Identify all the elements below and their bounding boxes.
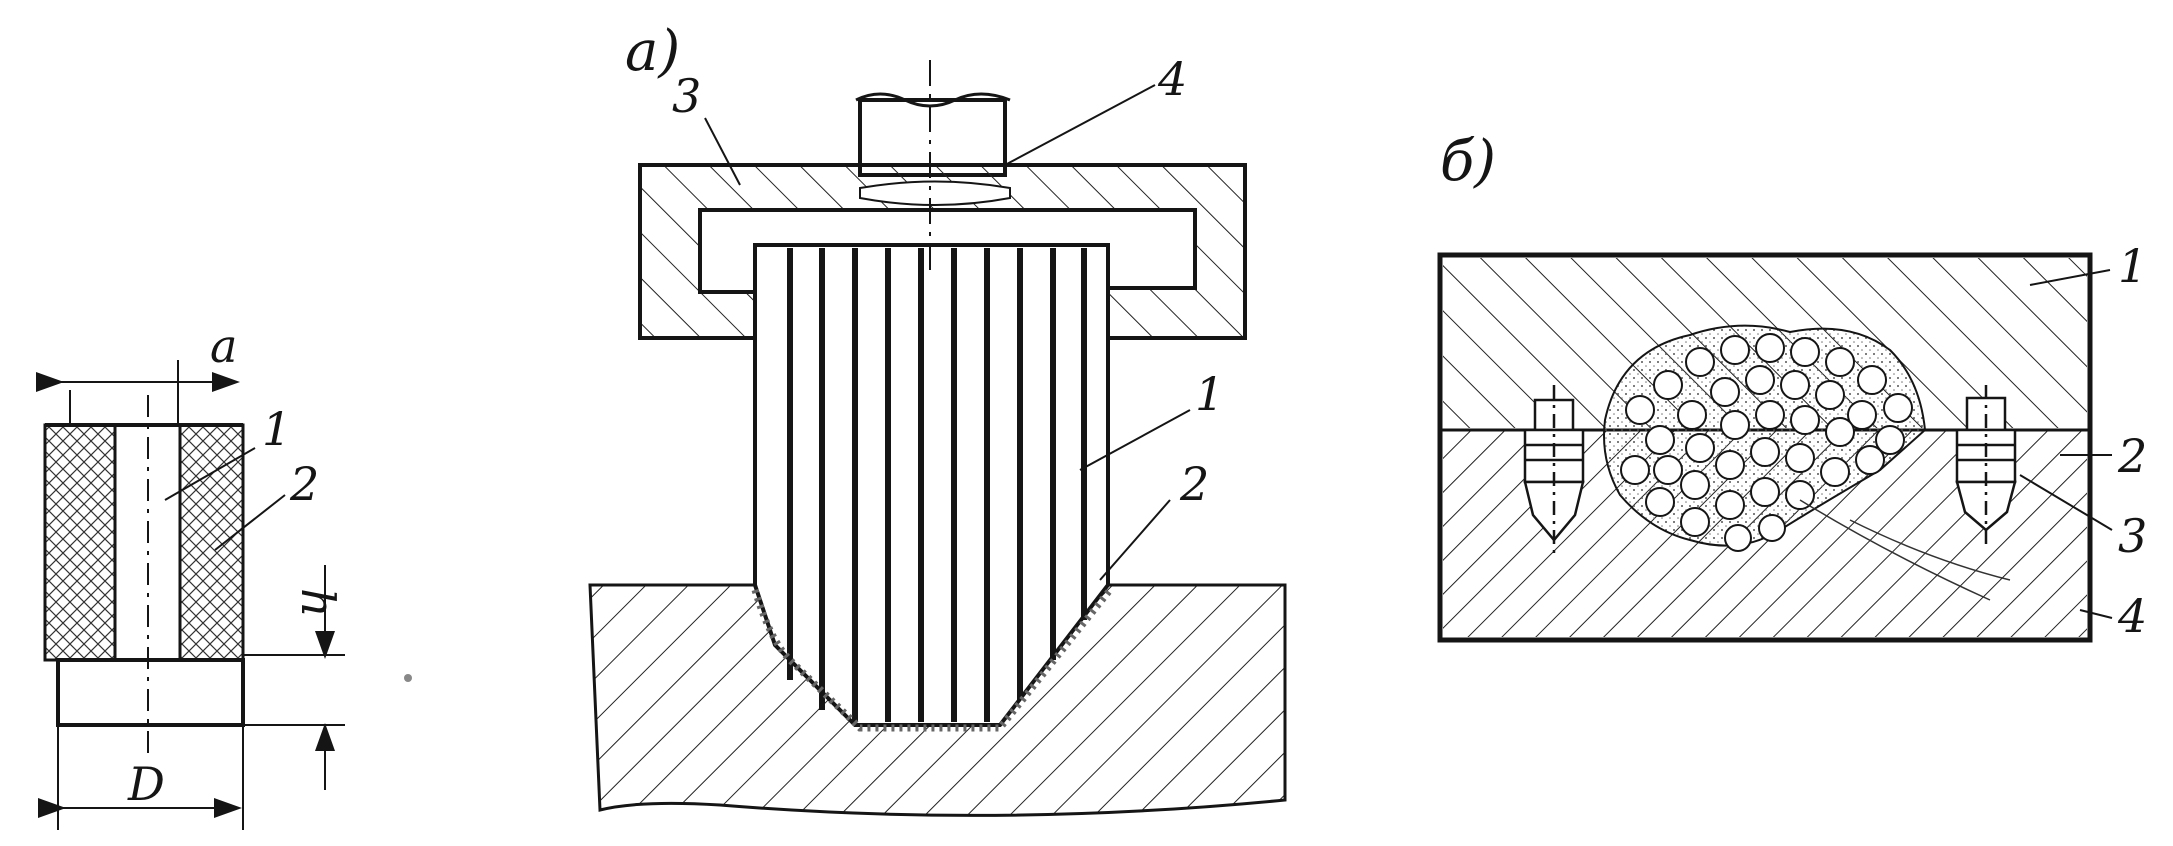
tool-cross-section: a h D 1 2 — [36, 319, 345, 830]
shank — [858, 98, 1007, 177]
callout-a-2: 2 — [1179, 457, 1209, 511]
screw-right — [1955, 385, 2017, 545]
part-b-bead-holder: б) — [1437, 129, 2147, 643]
abrasive-layer-left — [43, 423, 117, 662]
callout-a-4: 4 — [1157, 52, 1187, 106]
dim-label-h: h — [291, 588, 345, 618]
callout-left-2: 2 — [289, 457, 319, 511]
callout-a-3: 3 — [672, 69, 701, 123]
clamp-insert — [859, 180, 1011, 206]
dim-label-D: D — [127, 757, 165, 811]
callout-b-3: 3 — [2118, 509, 2147, 563]
part-a-tag: а) — [625, 19, 680, 84]
part-b-tag: б) — [1440, 129, 1496, 194]
rods — [787, 248, 1087, 722]
beads — [1620, 333, 1913, 552]
callout-b-1: 1 — [2118, 239, 2147, 293]
callout-left-1: 1 — [262, 402, 291, 456]
stray-mark — [404, 674, 412, 682]
tool-base — [56, 658, 245, 727]
callout-b-2: 2 — [2117, 429, 2147, 483]
callout-a-1: 1 — [1195, 367, 1224, 421]
screw-left — [1523, 385, 1585, 555]
part-a-bundle-tool: а) 3 — [588, 19, 1287, 817]
callout-b-4: 4 — [2117, 589, 2147, 643]
dim-label-a: a — [210, 319, 237, 373]
